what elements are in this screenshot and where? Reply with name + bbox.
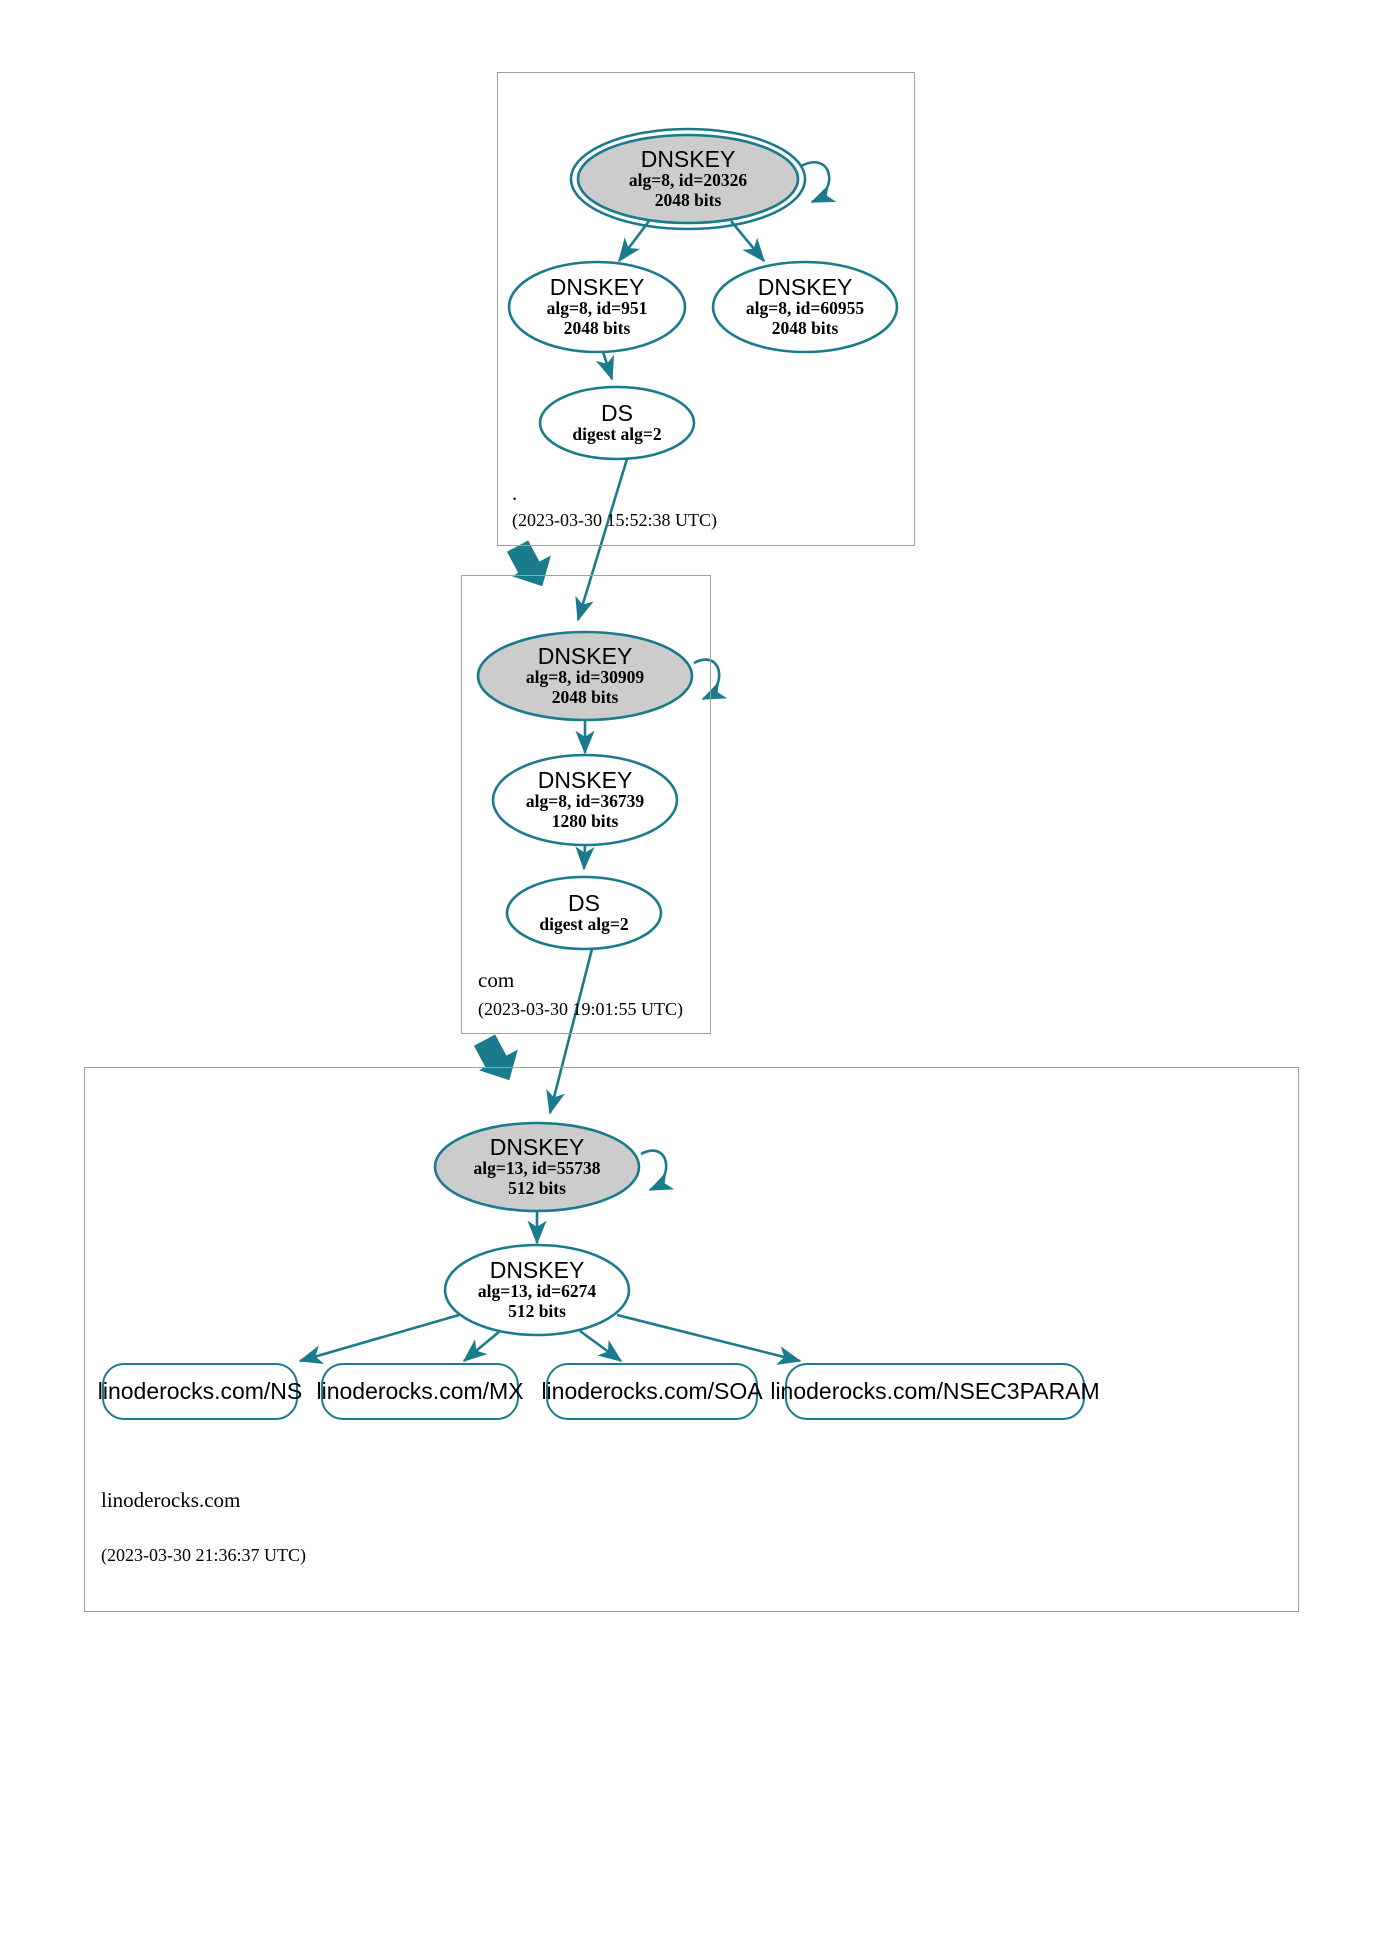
- node-params: digest alg=2: [572, 424, 662, 445]
- zone-label-linoderocks: linoderocks.com: [101, 1488, 241, 1512]
- zone-timestamp-com: (2023-03-30 19:01:55 UTC): [478, 999, 683, 1019]
- node-params: alg=8, id=951: [546, 298, 648, 319]
- node-params: alg=8, id=30909: [525, 667, 645, 688]
- node-params: alg=13, id=55738: [473, 1158, 601, 1179]
- node-title: DNSKEY: [537, 767, 633, 794]
- rrset-label: linoderocks.com/SOA: [541, 1378, 763, 1404]
- edge-lr-zsk-to-rr-mx: [462, 1330, 501, 1362]
- node-shape-com-ds-linoderocks: [505, 875, 663, 951]
- node-params: digest alg=2: [539, 914, 629, 935]
- node-shape-lr-zsk: [443, 1243, 631, 1337]
- node-com-ds-linoderocks[interactable]: DS digest alg=2: [507, 884, 661, 942]
- node-keysize: 512 bits: [508, 1178, 566, 1199]
- edge-root-ksk-to-zsk60955: [729, 220, 766, 263]
- rrset-linoderocks-mx[interactable]: linoderocks.com/MX: [316, 1363, 524, 1420]
- zone-box-linoderocks: [84, 1067, 1299, 1612]
- node-root-zsk-951-dnskey[interactable]: DNSKEY alg=8, id=951 2048 bits: [509, 263, 685, 351]
- node-title: DNSKEY: [489, 1257, 585, 1284]
- zone-timestamp-root: (2023-03-30 15:52:38 UTC): [512, 510, 717, 530]
- zone-delegation-arrow-root-to-com-glyph: [506, 540, 551, 587]
- node-keysize: 2048 bits: [551, 687, 619, 708]
- node-shape-root-ds-com: [538, 385, 696, 461]
- node-keysize: 2048 bits: [654, 190, 722, 211]
- node-keysize: 2048 bits: [771, 318, 839, 339]
- node-params: alg=13, id=6274: [477, 1281, 597, 1302]
- node-params: alg=8, id=20326: [628, 170, 748, 191]
- zone-label-root: .: [512, 481, 518, 505]
- node-keysize: 2048 bits: [563, 318, 631, 339]
- node-keysize: 512 bits: [508, 1301, 566, 1322]
- node-title: DNSKEY: [757, 274, 853, 301]
- rrset-label: linoderocks.com/MX: [316, 1378, 524, 1404]
- node-lr-ksk-dnskey[interactable]: DNSKEY alg=13, id=55738 512 bits: [435, 1123, 639, 1211]
- node-shape-root-ksk: [576, 133, 800, 225]
- node-shape-root-zsk-951: [507, 260, 687, 354]
- node-title: DNSKEY: [489, 1134, 585, 1161]
- rrset-linoderocks-soa[interactable]: linoderocks.com/SOA: [541, 1363, 763, 1420]
- node-title: DNSKEY: [640, 146, 736, 173]
- node-com-zsk-dnskey[interactable]: DNSKEY alg=8, id=36739 1280 bits: [493, 756, 677, 844]
- node-com-ksk-dnskey[interactable]: DNSKEY alg=8, id=30909 2048 bits: [478, 632, 692, 720]
- self-sign-loop-root-ksk: [800, 161, 837, 204]
- rrset-linoderocks-nsec3param[interactable]: linoderocks.com/NSEC3PARAM: [770, 1363, 1100, 1420]
- rrset-label: linoderocks.com/NS: [97, 1378, 303, 1404]
- node-lr-zsk-dnskey[interactable]: DNSKEY alg=13, id=6274 512 bits: [445, 1246, 629, 1334]
- node-shape-root-ksk-outer: [569, 127, 807, 231]
- node-title: DNSKEY: [549, 274, 645, 301]
- zone-timestamp-linoderocks: (2023-03-30 21:36:37 UTC): [101, 1545, 306, 1565]
- rrset-label: linoderocks.com/NSEC3PARAM: [770, 1378, 1100, 1404]
- rrset-linoderocks-ns[interactable]: linoderocks.com/NS: [98, 1363, 302, 1420]
- edge-root-ds-to-com-ksk: [575, 458, 629, 622]
- node-keysize: 1280 bits: [551, 811, 619, 832]
- edge-root-zsk951-to-ds: [595, 351, 615, 381]
- edge-lr-zsk-to-rr-nsec3param: [616, 1313, 802, 1365]
- node-shape-root-zsk-60955: [711, 260, 899, 354]
- self-sign-loop-lr-ksk: [640, 1149, 675, 1192]
- node-title: DS: [568, 890, 600, 917]
- zone-delegation-arrow-com-to-linoderocks-glyph: [473, 1034, 518, 1081]
- node-root-zsk-60955-dnskey[interactable]: DNSKEY alg=8, id=60955 2048 bits: [713, 263, 897, 351]
- edge-com-ds-to-lr-ksk: [546, 948, 594, 1115]
- edge-com-zsk-to-ds: [575, 844, 595, 871]
- edge-lr-zsk-to-rr-ns: [298, 1313, 460, 1365]
- node-title: DNSKEY: [537, 643, 633, 670]
- edge-lr-zsk-to-rr-soa: [579, 1329, 623, 1363]
- zone-label-com: com: [478, 968, 515, 992]
- node-params: alg=8, id=60955: [745, 298, 865, 319]
- zone-box-com: [461, 575, 711, 1034]
- node-root-ksk-dnskey[interactable]: DNSKEY alg=8, id=20326 2048 bits: [578, 135, 798, 223]
- edge-root-ksk-to-zsk951: [617, 220, 651, 263]
- node-params: alg=8, id=36739: [525, 791, 645, 812]
- node-root-ds-com[interactable]: DS digest alg=2: [540, 394, 694, 452]
- zone-box-root: [497, 72, 915, 546]
- node-title: DS: [601, 400, 633, 427]
